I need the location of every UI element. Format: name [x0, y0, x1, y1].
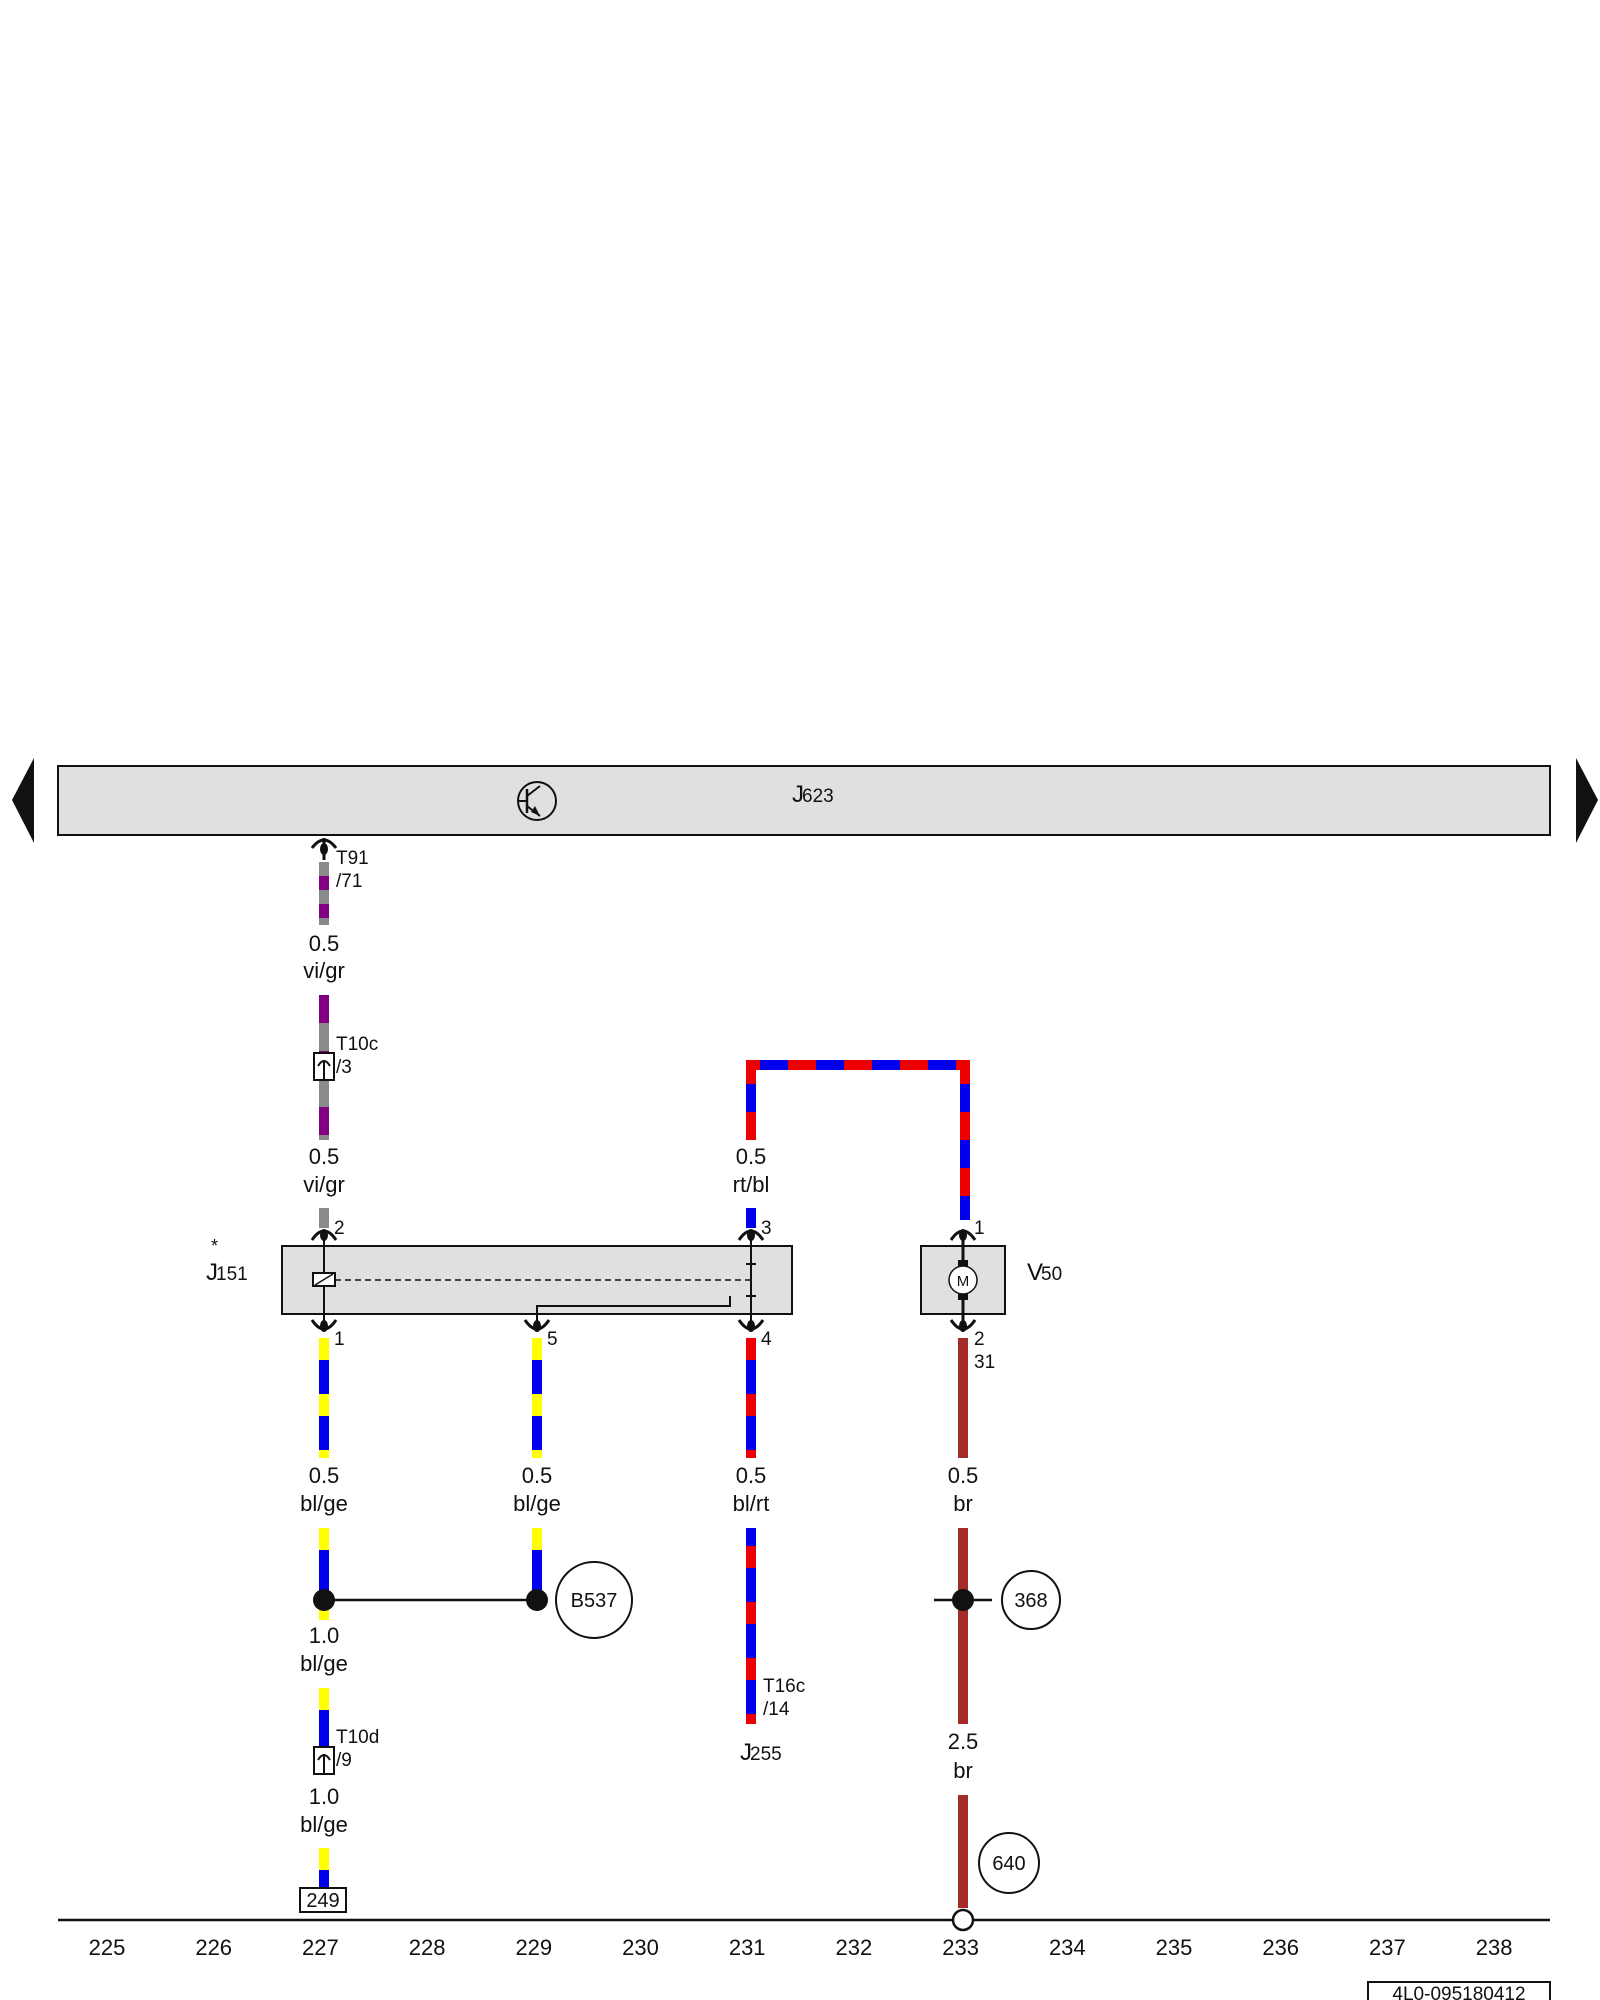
relay-pin-3-connector: [737, 1229, 765, 1241]
t16c-name: T16c: [763, 1676, 805, 1697]
column-number: 231: [729, 1935, 766, 1960]
wire-5-color: bl/ge: [513, 1491, 561, 1516]
wire-10-color: br: [953, 1758, 973, 1783]
wire-9-color: bl/ge: [300, 1812, 348, 1837]
ref-box-249-label: 249: [306, 1890, 339, 1912]
t10c-name: T10c: [336, 1034, 378, 1055]
relay-pin-1-connector: [310, 1319, 338, 1332]
doc-id-box: [1367, 1981, 1551, 2000]
column-number: 238: [1476, 1935, 1513, 1960]
nav-left-arrow-icon[interactable]: [12, 758, 34, 843]
wire-1-gauge: 0.5: [309, 931, 340, 956]
column-number: 230: [622, 1935, 659, 1960]
relay-pin-4-connector: [737, 1319, 765, 1332]
relay-pin-5: 5: [547, 1329, 558, 1350]
ground-ref-368-label: 368: [1014, 1590, 1047, 1612]
relay-pin-1: 1: [334, 1329, 345, 1350]
relay-coil-icon: [312, 1235, 756, 1324]
wire-6-gauge: 0.5: [736, 1463, 767, 1488]
column-number: 235: [1156, 1935, 1193, 1960]
column-number: 234: [1049, 1935, 1086, 1960]
wire-1-color: vi/gr: [303, 958, 345, 983]
t10d-pin: /9: [336, 1750, 352, 1771]
ground-ref-640[interactable]: [978, 1832, 1040, 1894]
column-number: 232: [836, 1935, 873, 1960]
relay-pin-2-connector: [310, 1229, 338, 1241]
wire-6-color: bl/rt: [733, 1491, 770, 1516]
column-number: 228: [409, 1935, 446, 1960]
connector-t10c-icon: [313, 1052, 335, 1081]
splice-node-left: [313, 1589, 335, 1611]
ecu-j623-label: J623: [792, 781, 834, 808]
column-number: 229: [515, 1935, 552, 1960]
t91-pin: /71: [336, 871, 362, 892]
motor-pin-2: 2: [974, 1329, 985, 1350]
column-number: 236: [1262, 1935, 1299, 1960]
wire-2-color: vi/gr: [303, 1172, 345, 1197]
wire-rt-bl-loop-stripe: [746, 1060, 970, 1220]
ground-point-368-node: [952, 1589, 974, 1611]
ground-rail-node: [951, 1908, 975, 1932]
t91-name: T91: [336, 848, 369, 869]
relay-j151-mark: *: [211, 1236, 218, 1256]
column-numbers: 225 226 227 228 229 230 231 232 233 234 235 236 237 2…: [89, 1935, 1513, 1960]
motor-icon: [948, 1265, 978, 1295]
motor-pin-1: 1: [974, 1218, 985, 1239]
doc-id: 4L0-095180412: [1392, 1984, 1525, 2000]
ground-ref-b537[interactable]: [555, 1561, 633, 1639]
t10c-pin: /3: [336, 1057, 352, 1078]
relay-j151-label: J151: [206, 1259, 248, 1286]
wire-7-color: br: [953, 1491, 973, 1516]
column-number: 226: [195, 1935, 232, 1960]
column-number: 233: [942, 1935, 979, 1960]
connector-t10d-icon: [313, 1746, 335, 1775]
t10d-name: T10d: [336, 1727, 379, 1748]
fan-motor-v50-label: V50: [1027, 1259, 1062, 1286]
motor-pin-2-connector: [949, 1319, 977, 1332]
relay-pin-2: 2: [334, 1218, 345, 1239]
splice-node-right: [526, 1589, 548, 1611]
ecu-j623: [57, 765, 1551, 836]
wire-4-gauge: 0.5: [309, 1463, 340, 1488]
ground-ref-b537-label: B537: [571, 1590, 618, 1612]
wire-3-gauge: 0.5: [736, 1144, 767, 1169]
ref-box-249[interactable]: [299, 1887, 347, 1913]
motor-pin-31: 31: [974, 1352, 995, 1373]
column-number: 225: [89, 1935, 126, 1960]
wire-9-gauge: 1.0: [309, 1784, 340, 1809]
wire-5-gauge: 0.5: [522, 1463, 553, 1488]
wire-4-color: bl/ge: [300, 1491, 348, 1516]
t16c-pin: /14: [763, 1699, 790, 1720]
transistor-icon: [517, 781, 557, 821]
wire-3-color: rt/bl: [733, 1172, 770, 1197]
relay-pin-3: 3: [761, 1218, 772, 1239]
nav-right-arrow-icon[interactable]: [1576, 758, 1598, 843]
relay-pin-5-connector: [523, 1319, 551, 1332]
wire-2-gauge: 0.5: [309, 1144, 340, 1169]
column-number: 227: [302, 1935, 339, 1960]
wire-10-gauge: 2.5: [948, 1729, 979, 1754]
motor-pin-1-connector: [949, 1229, 977, 1241]
ground-ref-640-label: 640: [992, 1853, 1025, 1875]
relay-pin-4: 4: [761, 1329, 772, 1350]
wire-8-color: bl/ge: [300, 1651, 348, 1676]
motor-symbol: M: [957, 1273, 970, 1290]
wire-8-gauge: 1.0: [309, 1623, 340, 1648]
column-number: 237: [1369, 1935, 1406, 1960]
connector-t91: [310, 838, 338, 860]
ground-ref-368[interactable]: [1001, 1570, 1061, 1630]
wire-7-gauge: 0.5: [948, 1463, 979, 1488]
j255-label: J255: [740, 1739, 782, 1766]
wire-rt-bl-loop: [746, 1060, 970, 1220]
